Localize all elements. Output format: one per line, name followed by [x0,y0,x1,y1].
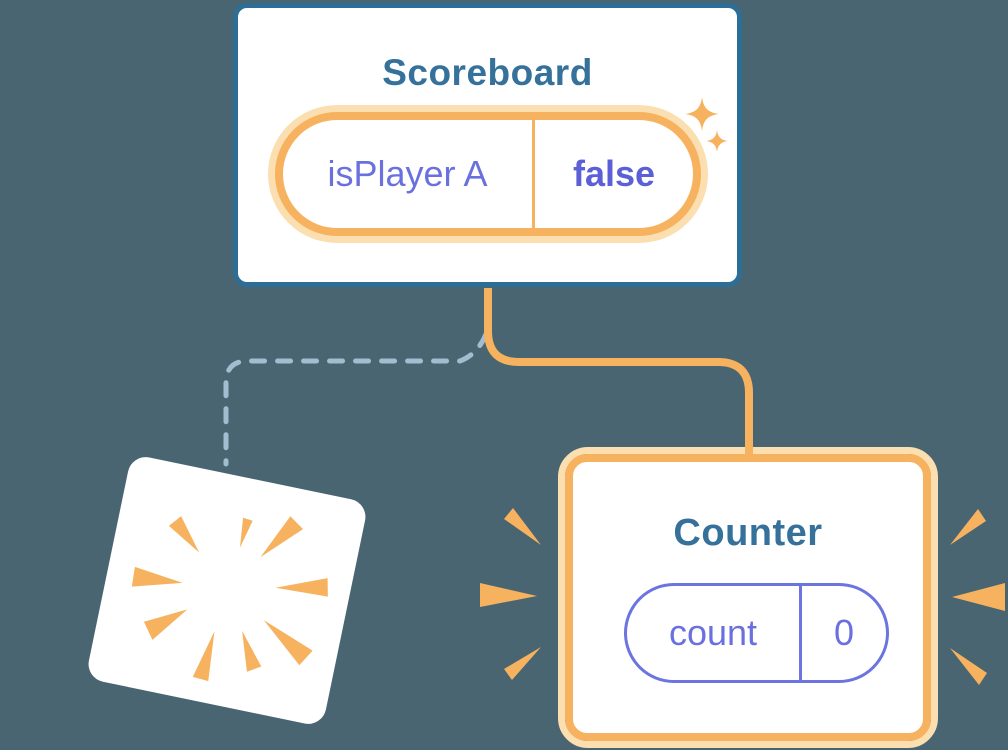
state-value-label: false [572,153,656,194]
state-key-label: isPlayer A [327,153,488,194]
poof-burst-icon [131,516,328,682]
scoreboard-state-pill: isPlayer A false [275,112,701,236]
pill-divider [799,586,802,680]
scoreboard-card: Scoreboard isPlayer A false [233,3,742,287]
state-key-label: count [668,612,758,653]
destroyed-component-card [85,453,369,728]
pill-divider [532,120,535,228]
counter-card-inner: Counter count 0 [565,454,931,741]
state-value-label: 0 [833,612,855,653]
counter-state-pill: count 0 [624,583,889,683]
solid-connector-line [484,288,753,458]
dashed-connector-line [223,331,489,467]
counter-title: Counter [673,512,823,554]
counter-card: Counter count 0 [558,447,938,748]
scoreboard-title: Scoreboard [382,52,593,93]
